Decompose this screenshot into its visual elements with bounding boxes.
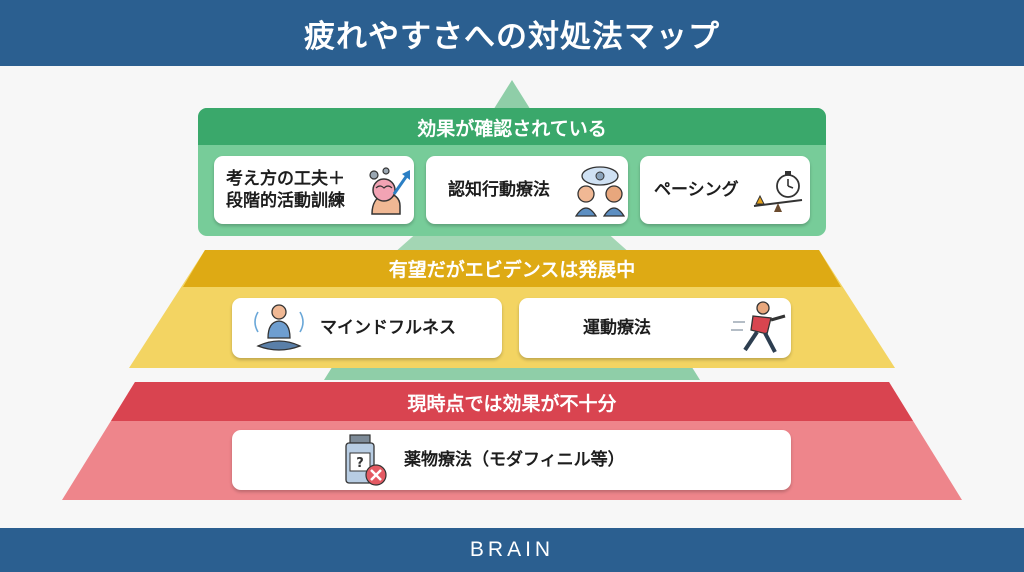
- card-cognitive-activity: 考え方の工夫＋ 段階的活動訓練: [214, 156, 414, 224]
- card-exercise: 運動療法: [519, 298, 791, 358]
- stopwatch-balance-icon: [753, 171, 803, 212]
- card-label: 運動療法: [583, 318, 651, 338]
- card-label: 認知行動療法: [448, 180, 550, 200]
- footer-brand: BRAIN: [0, 528, 1024, 572]
- meditation-icon: [254, 304, 304, 351]
- card-mindfulness: マインドフルネス: [232, 298, 502, 358]
- svg-text:?: ?: [356, 456, 364, 471]
- tier-middle-label: 有望だがエビデンスは発展中: [388, 259, 636, 281]
- card-label: 薬物療法（モダフィニル等）: [404, 450, 625, 470]
- page-title: 疲れやすさへの対処法マップ: [0, 0, 1024, 66]
- card-medication: 薬物療法（モダフィニル等） ?: [232, 430, 791, 490]
- card-label: 考え方の工夫＋ 段階的活動訓練: [226, 169, 345, 211]
- tier-bottom-label: 現時点では効果が不十分: [407, 392, 617, 415]
- card-cbt: 認知行動療法: [426, 156, 628, 224]
- card-label: ペーシング: [654, 180, 739, 200]
- medicine-bottle-no-icon: ?: [345, 434, 387, 486]
- card-label: マインドフルネス: [320, 318, 456, 338]
- card-pacing: ペーシング: [640, 156, 810, 224]
- tier-top-label: 効果が確認されている: [417, 117, 607, 140]
- dialogue-heads-icon: [574, 166, 626, 217]
- running-person-icon: [731, 301, 786, 353]
- brain-gears-icon: [369, 167, 410, 215]
